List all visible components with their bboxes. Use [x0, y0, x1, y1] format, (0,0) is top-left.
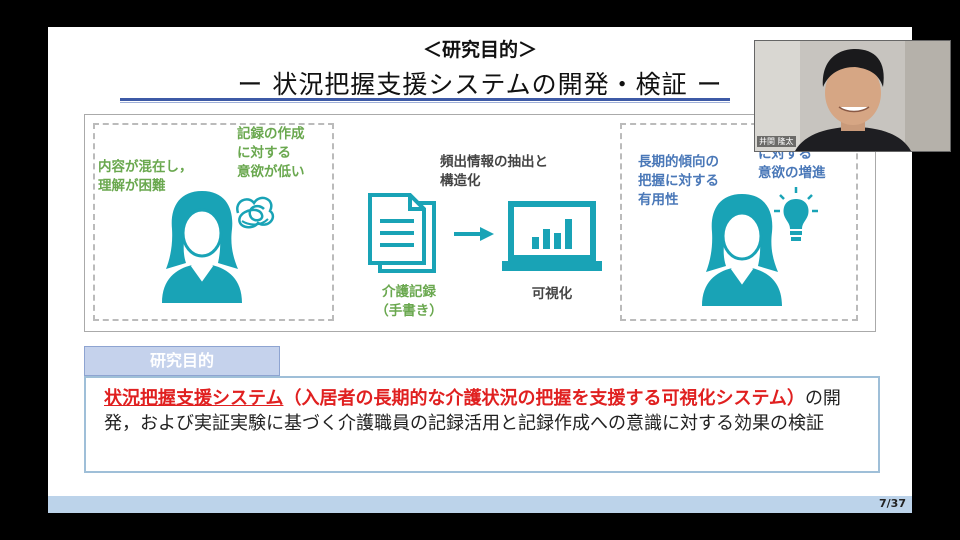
slide-footer-bar: [48, 496, 912, 513]
tangled-scribble-icon: [236, 196, 275, 229]
caregiver-person-icon: [162, 191, 242, 303]
slide-heading: ＜研究目的＞: [422, 39, 537, 61]
webcam-video-tile[interactable]: 井関 隆太: [754, 40, 951, 152]
participant-name: 井関 隆太: [757, 136, 796, 147]
system-description-highlight: （入居者の長期的な介護状況の把握を支援する可視化システム）: [283, 388, 805, 409]
research-purpose-box: 状況把握支援システム（入居者の長期的な介護状況の把握を支援する可視化システム）の…: [84, 376, 880, 473]
research-purpose-tab: 研究目的: [84, 346, 280, 376]
caregiver-person-icon-right: [702, 194, 782, 306]
arrow-right-icon: [454, 227, 494, 241]
system-name-highlight: 状況把握支援システム: [104, 388, 284, 409]
left-dashed-box: [93, 123, 334, 321]
left-text-motivation: 記録の作成に対する意欲が低い: [237, 126, 305, 180]
purpose-body-text: の開発，および実証実験に基づく介護職員の記録活用と記録作成への意識に対する効果の…: [104, 388, 841, 434]
handwritten-records-label: 介護記録（手書き）: [375, 284, 443, 319]
participant-video: [755, 41, 950, 151]
diagram-panel: [84, 114, 876, 332]
visualization-label: 可視化: [531, 286, 573, 302]
title-underline: [120, 98, 730, 101]
right-text-usefulness: 長期的傾向の把握に対する有用性: [638, 154, 719, 208]
document-icon: [368, 193, 436, 273]
monitor-chart-icon: [502, 201, 602, 271]
title-underline-thin: [120, 102, 730, 103]
page-number: 7/37: [879, 497, 906, 510]
slide-title: ー 状況把握支援システムの開発・検証 ー: [237, 70, 723, 99]
lightbulb-icon: [774, 187, 818, 241]
right-dashed-box: [620, 123, 858, 321]
left-text-confusion: 内容が混在し，理解が困難: [98, 159, 193, 194]
middle-caption: 頻出情報の抽出と構造化: [440, 154, 548, 189]
